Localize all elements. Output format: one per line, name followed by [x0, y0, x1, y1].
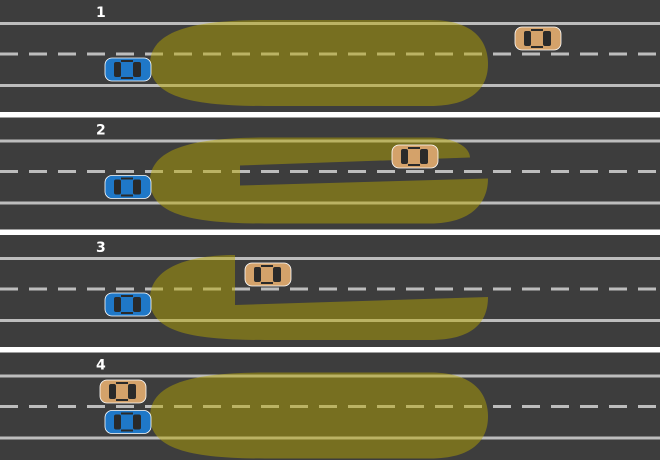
oncoming-car-rear-window	[254, 267, 261, 282]
lane-edge-top	[0, 257, 660, 260]
panel-number: 4	[96, 358, 106, 374]
own-car-rear-window	[114, 297, 121, 312]
own-car-side-window	[121, 295, 133, 297]
lane-edge-bottom	[0, 319, 660, 322]
lane-edge-bottom	[0, 201, 660, 205]
panel-4: 4	[0, 352, 660, 460]
oncoming-car-rear-window	[109, 384, 116, 399]
own-car-windshield	[133, 62, 141, 77]
own-car	[104, 410, 152, 434]
panel-2: 2	[0, 117, 660, 233]
oncoming-car-rear-window	[401, 149, 408, 164]
own-car	[104, 57, 152, 82]
own-car-rear-window	[114, 179, 121, 195]
headlight-beam	[150, 372, 488, 459]
oncoming-car-windshield	[128, 384, 136, 399]
headlight-beam	[150, 255, 488, 340]
panel-separator	[0, 229, 660, 233]
oncoming-car	[514, 26, 562, 51]
own-car-rear-window	[114, 414, 121, 430]
own-car-windshield	[133, 179, 141, 195]
own-car	[104, 175, 152, 199]
panel-3: 3	[0, 235, 660, 350]
oncoming-car-windshield	[543, 31, 551, 46]
own-car-windshield	[133, 297, 141, 312]
panel-1: 1	[0, 0, 660, 115]
headlight-beam	[150, 20, 488, 106]
own-car-side-window	[121, 177, 133, 180]
own-car-rear-window	[114, 62, 121, 77]
oncoming-car-side-window	[261, 265, 273, 267]
lane-edge-top	[0, 374, 660, 378]
own-car-side-window	[121, 429, 133, 432]
own-car-side-window	[121, 312, 133, 314]
lane-edge-top	[0, 139, 660, 143]
oncoming-car-side-window	[531, 29, 543, 31]
oncoming-car-side-window	[116, 382, 128, 384]
own-car	[104, 292, 152, 317]
road	[0, 235, 660, 347]
lane-edge-bottom	[0, 436, 660, 440]
oncoming-car	[391, 144, 439, 169]
oncoming-car-side-window	[261, 282, 273, 284]
oncoming-car-windshield	[420, 149, 428, 164]
own-car-side-window	[121, 412, 133, 415]
road	[0, 0, 660, 112]
road	[0, 117, 660, 230]
panel-separator	[0, 112, 660, 115]
oncoming-car	[244, 262, 292, 287]
panel-number: 1	[96, 5, 106, 21]
oncoming-car-side-window	[116, 399, 128, 401]
oncoming-car	[99, 379, 147, 404]
panel-number: 3	[96, 240, 106, 256]
oncoming-car-rear-window	[524, 31, 531, 46]
lane-edge-top	[0, 22, 660, 25]
oncoming-car-side-window	[408, 147, 420, 149]
oncoming-car-side-window	[531, 46, 543, 48]
own-car-windshield	[133, 414, 141, 430]
own-car-side-window	[121, 77, 133, 79]
oncoming-car-side-window	[408, 164, 420, 166]
lane-edge-bottom	[0, 84, 660, 87]
panel-separator	[0, 347, 660, 350]
panel-number: 2	[96, 123, 106, 139]
own-car-side-window	[121, 194, 133, 197]
oncoming-car-windshield	[273, 267, 281, 282]
own-car-side-window	[121, 60, 133, 62]
